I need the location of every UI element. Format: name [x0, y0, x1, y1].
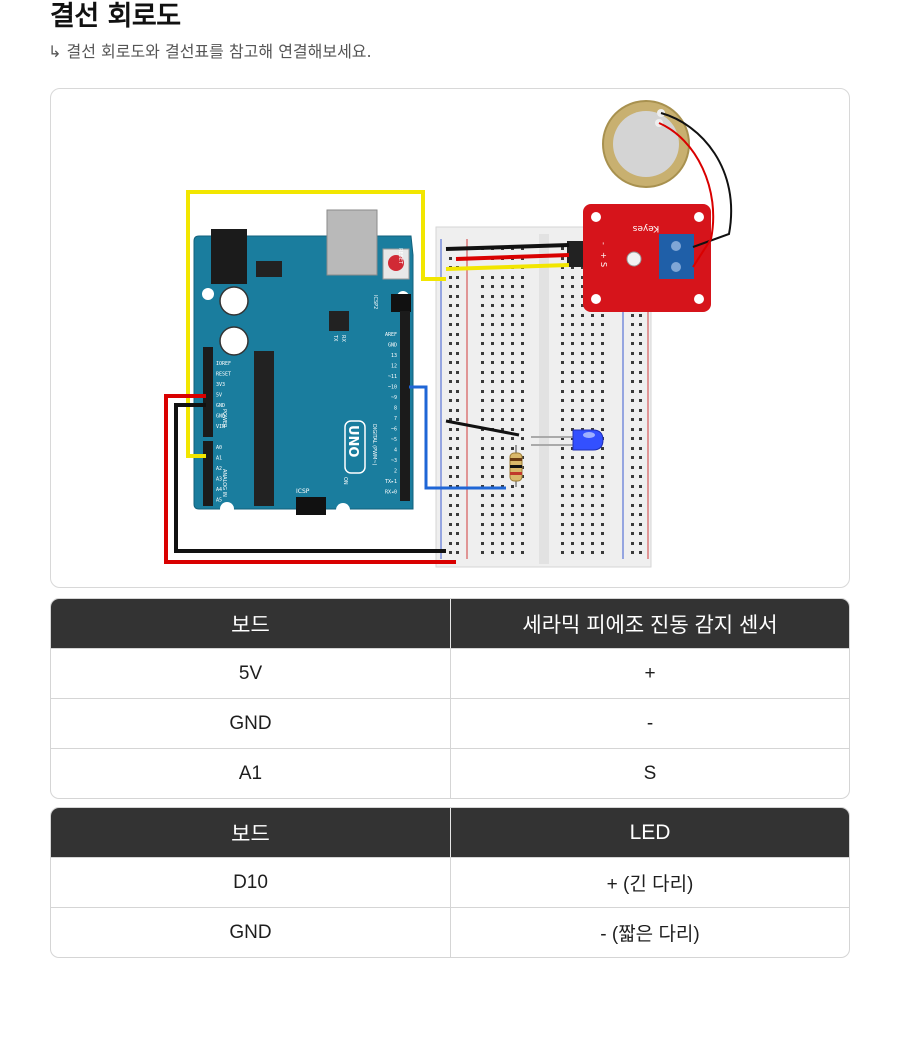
wiring-table-led: 보드 LED D10 + (긴 다리) GND - (짧은 다리)	[50, 807, 850, 958]
pin-label: GND	[216, 403, 225, 409]
chip-small	[329, 311, 349, 331]
pin-label: A3	[216, 477, 222, 483]
pin-label: A2	[216, 466, 222, 472]
icsp-header	[296, 497, 326, 515]
table-cell: GND	[51, 698, 451, 748]
pin-label: ~10	[388, 385, 397, 391]
pin-label: 7	[394, 416, 397, 422]
board-uno-label: UNO	[345, 425, 360, 458]
table-cell: D10	[51, 857, 451, 907]
table-header-led: LED	[451, 808, 849, 857]
pin-label: 5V	[216, 393, 222, 399]
module-keyes-label: Keyes	[632, 223, 659, 233]
reset-label: RESET	[397, 248, 403, 265]
pin-label: GND	[216, 414, 225, 420]
atmega-chip	[254, 351, 274, 506]
table-cell: GND	[51, 907, 451, 957]
table-cell: + (긴 다리)	[451, 857, 849, 907]
tx-label: TX	[332, 334, 338, 342]
table-row: GND - (짧은 다리)	[51, 907, 849, 957]
pin-label: IOREF	[216, 361, 231, 367]
table-cell: +	[451, 648, 849, 698]
pin-label: RESET	[216, 372, 231, 378]
pin-label: 4	[394, 448, 397, 454]
pin-label: A4	[216, 487, 222, 493]
table-cell: S	[451, 748, 849, 798]
pin-label: A1	[216, 456, 222, 462]
table-header-board: 보드	[51, 599, 451, 648]
pin-label: TX▸1	[385, 479, 397, 485]
page-title: 결선 회로도	[50, 1, 181, 32]
pin-label: AREF	[385, 332, 397, 338]
table-header-board: 보드	[51, 808, 451, 857]
on-label: ON	[342, 477, 348, 485]
pin-label: 13	[391, 353, 397, 359]
pin-label: ~9	[391, 395, 397, 401]
pin-label: ~11	[388, 374, 397, 380]
table-cell: 5V	[51, 648, 451, 698]
pin-label: 8	[394, 406, 397, 412]
pin-label: 12	[391, 364, 397, 370]
pin-label: RX◂0	[385, 490, 397, 496]
resistor	[509, 445, 523, 487]
table-row: GND -	[51, 698, 849, 748]
icsp-label: ICSP	[296, 488, 310, 495]
screw-terminal	[659, 234, 694, 279]
table-cell: A1	[51, 748, 451, 798]
usb-port	[326, 209, 378, 276]
digital-section-label: DIGITAL (PWM~)	[371, 424, 377, 466]
page-subtitle: ↳ 결선 회로도와 결선표를 참고해 연결해보세요.	[48, 42, 372, 61]
power-header	[203, 347, 213, 437]
pin-label: ~5	[391, 437, 397, 443]
table-cell: - (짧은 다리)	[451, 907, 849, 957]
pin-label: 3V3	[216, 382, 225, 388]
wiring-table-sensor: 보드 세라믹 피에조 진동 감지 센서 5V + GND - A1 S	[50, 598, 850, 799]
analog-section-label: ANALOG IN	[221, 469, 227, 497]
digital-header	[400, 311, 410, 501]
dc-jack	[211, 229, 247, 284]
wires	[164, 190, 570, 564]
rx-label: RX	[340, 335, 346, 342]
table-row: D10 + (긴 다리)	[51, 857, 849, 907]
piezo-disc	[602, 100, 690, 188]
table-row: 5V +	[51, 648, 849, 698]
led-icon	[531, 429, 604, 451]
pin-label: GND	[388, 343, 397, 349]
icsp2-header	[391, 294, 411, 312]
pin-label: A0	[216, 445, 222, 451]
reset-button-icon	[388, 255, 404, 271]
module-pin-plus: +	[599, 252, 608, 259]
pin-label: VIN	[216, 424, 225, 430]
table-row: A1 S	[51, 748, 849, 798]
pin-label: ~6	[391, 427, 397, 433]
power-section-label: POWER	[221, 409, 227, 428]
piezo-module: Keyes - + S	[567, 204, 711, 312]
pin-label: A5	[216, 498, 222, 504]
table-header-sensor: 세라믹 피에조 진동 감지 센서	[451, 599, 849, 648]
table-cell: -	[451, 698, 849, 748]
pin-label: 2	[394, 469, 397, 475]
module-pin-minus: -	[599, 242, 608, 245]
icsp2-label: ICSP2	[372, 295, 378, 309]
module-pin-s: S	[599, 262, 608, 267]
pin-label: ~3	[391, 458, 397, 464]
analog-header	[203, 441, 213, 506]
